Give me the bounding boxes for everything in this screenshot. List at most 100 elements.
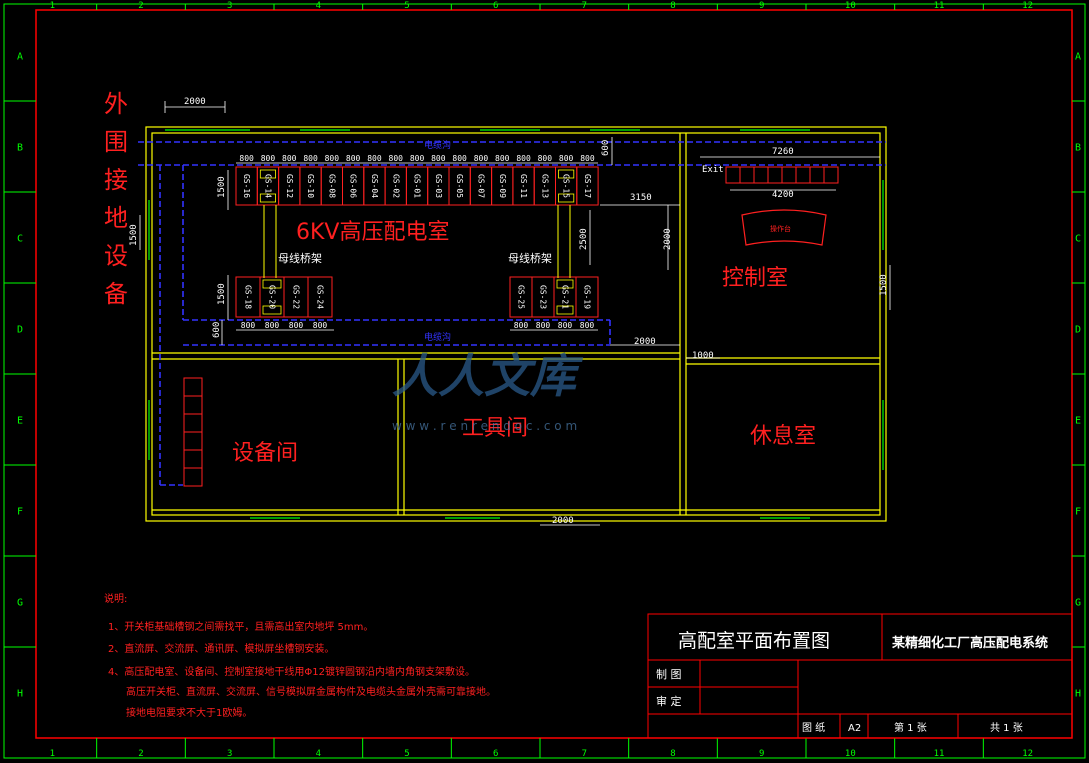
cable-trench-label-bottom: 电缆沟 [424,331,451,343]
busbar-bridges [263,205,571,278]
grid-col-top: 11 [934,1,945,11]
cabinet-label: GS-14 [263,174,272,198]
cabinet-width-dim: 800 [367,154,382,163]
grid-row-left: D [17,325,23,336]
grid-col-bottom: 8 [670,749,675,759]
grid-col-bottom: 2 [138,749,143,759]
cabinet-width-dim: 800 [431,154,446,163]
grid-row-right: F [1075,507,1081,518]
grid-row-right: D [1075,325,1081,336]
grid-col-top: 10 [845,1,856,11]
drawing-title: 高配室平面布置图 [678,630,830,652]
dim-1500-right: 1500 [879,274,889,296]
cabinet-label: GS-21 [561,285,570,309]
cabinet-label: GS-17 [583,174,592,198]
dimension-texts: 2000 7260 4200 3150 2000 1000 2000 2500 … [129,97,889,526]
cabinet-label: GS-23 [539,285,548,309]
title-block [647,613,1073,739]
grid-col-bottom: 9 [759,749,764,759]
cabinet-width-dim: 800 [580,154,595,163]
grid-row-left: A [17,52,23,63]
cabinet-label: GS-24 [316,285,325,309]
cabinet-label: GS-02 [391,174,400,198]
grid-row-right: B [1075,143,1081,154]
cabinet-hatch [558,193,575,203]
dim-1500-top: 1500 [217,176,227,198]
cabinet-label: GS-12 [285,174,294,198]
grid-row-right: H [1075,689,1081,700]
cabinet-label: GS-11 [519,174,528,198]
cabinet-width-dim: 800 [410,154,425,163]
grid-row-right: G [1075,598,1081,609]
cable-trench-label-top: 电缆沟 [424,139,451,151]
grid-col-top: 12 [1022,1,1033,11]
drawn-by-label: 制 图 [656,668,682,681]
dim-600-top: 600 [601,140,611,156]
cabinet-width-dim: 800 [313,321,328,330]
room-label-control: 控制室 [722,266,788,291]
exit-label: Exit [702,165,724,175]
cabinet-width-dim: 800 [389,154,404,163]
grid-col-top: 3 [227,1,232,11]
cabinet-label: GS-22 [292,285,301,309]
cabinet [307,276,333,318]
grid-col-bottom: 5 [404,749,409,759]
cabinet-hatch [259,193,276,203]
cabinet-label: GS-09 [498,174,507,198]
note-4: 高压开关柜、直流屏、交流屏、信号模拟屏金属构件及电缆头金属外壳需可靠接地。 [126,685,496,698]
building-walls [145,126,887,522]
control-panel-row [725,166,839,184]
vertical-title-char: 外 [104,90,128,118]
grid-col-bottom: 12 [1022,749,1033,759]
cabinet-label: GS-13 [540,174,549,198]
cabinet-hatch [556,279,574,289]
cabinet-label: GS-25 [517,285,526,309]
cabinet-label: GS-07 [476,174,485,198]
grid-col-top: 7 [582,1,587,11]
cabinet [575,276,599,318]
cabinet-width-dim: 800 [289,321,304,330]
console-label: 操作台 [770,224,791,233]
sheet-total: 共 1 张 [990,722,1023,734]
grid-col-top: 6 [493,1,498,11]
cabinet-label: GS-19 [583,285,592,309]
grid-col-top: 9 [759,1,764,11]
cabinet-label: GS-08 [327,174,336,198]
vertical-title-char: 围 [104,128,128,156]
watermark-url: w w w . r e n r e n d o c . c o m [392,419,577,433]
vertical-title-char: 设 [104,242,128,270]
grid-row-left: E [17,416,23,427]
grid-row-right: C [1075,234,1081,245]
cabinet-width-dim: 800 [516,154,531,163]
project-name: 某精细化工厂高压配电系统 [891,635,1048,651]
cabinet-label: GS-06 [349,174,358,198]
equipment-rack [183,377,203,487]
grid-row-right: A [1075,52,1081,63]
cabinet-width-dim: 800 [558,321,573,330]
grid-row-left: G [17,598,23,609]
grid-col-bottom: 3 [227,749,232,759]
cabinet-row-bottom-right: GS-25 GS-23 GS-21 GS-19 [509,276,599,318]
dim-2000-top: 2000 [184,97,206,107]
room-label-rest: 休息室 [750,424,816,449]
cabinet-width-dim: 800 [452,154,467,163]
sheet-border [3,3,1086,759]
cabinet-width-dim: 800 [538,154,553,163]
vertical-title-char: 接 [104,166,128,194]
cabinet-width-dim: 800 [346,154,361,163]
grid-col-top: 5 [404,1,409,11]
grid-row-left: C [17,234,23,245]
grid-col-top: 4 [316,1,321,11]
grid-col-bottom: 4 [316,749,321,759]
dim-7260: 7260 [772,147,794,157]
cabinet-hatch [558,169,575,179]
vertical-title-char: 备 [104,280,128,308]
cabinet-label: GS-20 [268,285,277,309]
cabinet-label: GS-10 [306,174,315,198]
cabinet-label: GS-05 [455,174,464,198]
cabinet-width-dim: 800 [303,154,318,163]
cabinet-width-dim: 800 [495,154,510,163]
